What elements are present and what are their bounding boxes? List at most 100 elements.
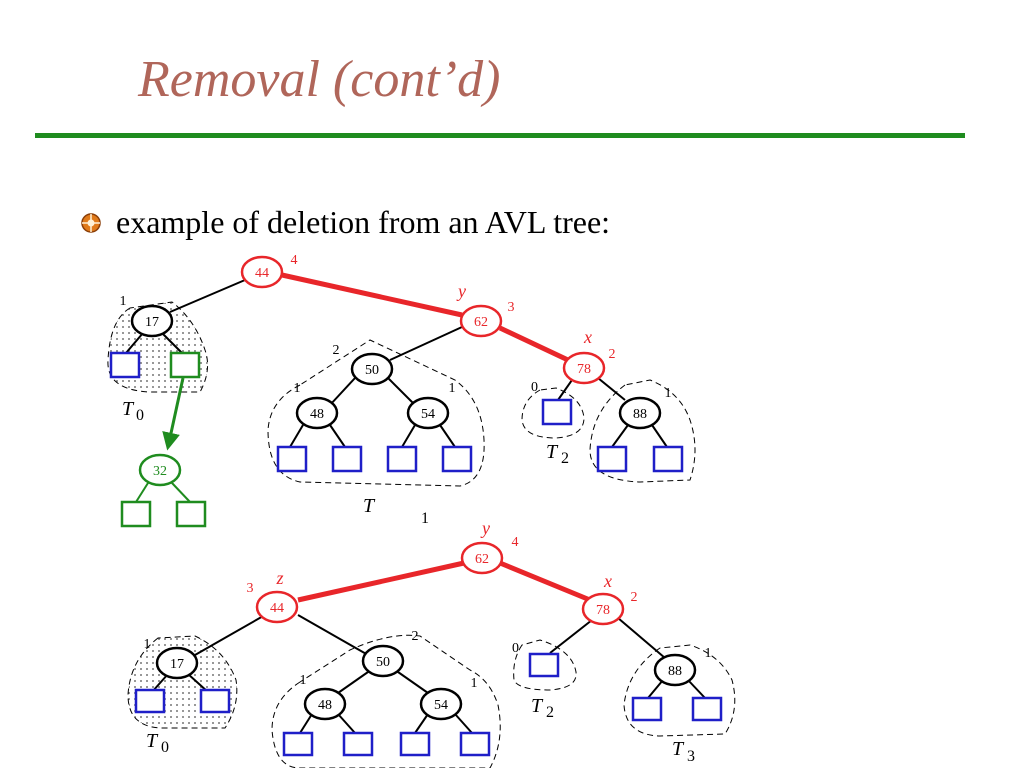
svg-text:2: 2 xyxy=(412,629,419,644)
bottom-leaf xyxy=(342,731,374,757)
bullet-text: example of deletion from an AVL tree: xyxy=(116,204,611,240)
svg-text:1: 1 xyxy=(665,386,672,401)
bottom-leaf xyxy=(631,696,663,722)
svg-text:32: 32 xyxy=(153,464,167,479)
top-edge-17-left xyxy=(125,332,144,354)
bottom-edge-78-88 xyxy=(617,617,666,659)
svg-text:1: 1 xyxy=(120,294,127,309)
bottom-tree: 62 4 y 44 3 z 78 2 x 17 1 50 2 48 xyxy=(127,518,736,768)
removed-leaf xyxy=(175,500,207,528)
bottom-node-62: 62 4 y xyxy=(460,518,519,575)
svg-text:1: 1 xyxy=(705,646,712,661)
bottom-node-50: 50 2 xyxy=(361,629,419,678)
removed-edge-r xyxy=(171,482,191,503)
svg-text:44: 44 xyxy=(255,266,269,281)
svg-text:54: 54 xyxy=(421,407,435,422)
svg-text:x: x xyxy=(583,327,592,347)
bottom-t3-outline xyxy=(623,644,736,737)
svg-text:T: T xyxy=(146,730,159,752)
bottom-leaf xyxy=(528,652,560,678)
svg-text:1: 1 xyxy=(449,381,456,396)
bottom-t1-outline xyxy=(271,634,501,768)
top-edge-50-54 xyxy=(387,377,416,406)
svg-text:78: 78 xyxy=(577,362,591,377)
bottom-node-88: 88 1 xyxy=(653,646,712,687)
top-node-54: 54 1 xyxy=(406,381,456,430)
top-leaf xyxy=(276,445,308,473)
svg-text:62: 62 xyxy=(475,552,489,567)
svg-text:78: 78 xyxy=(596,603,610,618)
svg-text:1: 1 xyxy=(421,510,429,527)
bottom-edge-50-54 xyxy=(397,671,429,694)
top-edge-88-r xyxy=(651,424,668,448)
bullet-item: example of deletion from an AVL tree: xyxy=(80,204,610,241)
svg-text:0: 0 xyxy=(136,407,144,424)
svg-text:1: 1 xyxy=(300,673,307,688)
top-edge-17-right xyxy=(161,332,183,354)
svg-text:17: 17 xyxy=(145,315,159,330)
svg-text:2: 2 xyxy=(631,590,638,605)
top-edge-62-78 xyxy=(498,325,570,363)
bottom-edge-54-l xyxy=(414,713,429,734)
bottom-edge-44-17 xyxy=(194,614,266,656)
svg-text:50: 50 xyxy=(376,655,390,670)
bottom-leaf xyxy=(691,696,723,722)
svg-text:2: 2 xyxy=(609,347,616,362)
removed-edge-l xyxy=(135,482,149,503)
svg-text:z: z xyxy=(275,568,283,588)
top-t2-outline xyxy=(521,387,585,439)
svg-text:y: y xyxy=(480,518,490,538)
bottom-edge-44-50 xyxy=(297,614,369,656)
top-leaf xyxy=(652,445,684,473)
svg-text:T: T xyxy=(672,738,685,760)
svg-text:3: 3 xyxy=(687,748,695,765)
removed-leaf xyxy=(120,500,152,528)
top-node-50: 50 2 xyxy=(333,343,394,386)
bottom-leaf xyxy=(199,688,231,714)
bottom-node-54: 54 1 xyxy=(419,676,478,721)
svg-text:2: 2 xyxy=(333,343,340,358)
bottom-node-78: 78 2 x xyxy=(581,571,638,626)
top-edge-44-17 xyxy=(169,279,246,313)
svg-text:y: y xyxy=(456,281,466,301)
top-leaf xyxy=(109,351,141,379)
top-label-t2: T 2 0 xyxy=(531,380,569,467)
top-leaf xyxy=(386,445,418,473)
bullet-icon xyxy=(81,212,101,233)
bottom-edge-48-l xyxy=(299,713,313,734)
svg-text:4: 4 xyxy=(291,253,298,268)
bottom-label-t0: T 0 xyxy=(146,730,169,756)
bottom-node-17: 17 1 xyxy=(144,637,199,680)
bottom-edge-88-l xyxy=(647,679,664,699)
bottom-t2-outline xyxy=(513,639,577,691)
bottom-edge-78-t2 xyxy=(549,619,593,654)
top-leaf xyxy=(541,398,573,426)
top-node-48: 48 1 xyxy=(294,381,339,430)
bottom-label-t3: T 3 xyxy=(672,738,695,765)
slide-title: Removal (cont’d) xyxy=(138,51,501,108)
svg-text:T: T xyxy=(122,398,135,420)
bottom-edge-48-r xyxy=(337,713,356,734)
bottom-edge-54-r xyxy=(454,713,473,734)
top-leaf xyxy=(331,445,363,473)
removed-node-32: 32 xyxy=(138,453,182,487)
top-edge-48-r xyxy=(329,424,346,448)
svg-text:0: 0 xyxy=(531,380,538,395)
top-node-88: 88 1 xyxy=(618,386,672,430)
bottom-edge-62-44 xyxy=(297,560,465,603)
svg-text:48: 48 xyxy=(318,698,332,713)
title-divider xyxy=(35,133,965,138)
top-node-78: 78 2 x xyxy=(562,327,616,385)
top-edge-78-t2 xyxy=(557,379,573,401)
bottom-node-44: 44 3 z xyxy=(247,568,299,624)
top-node-44: 44 4 xyxy=(240,253,298,289)
bottom-edge-88-r xyxy=(687,679,706,699)
top-edge-54-r xyxy=(439,424,456,448)
top-leaf xyxy=(596,445,628,473)
top-node-62: 62 3 y xyxy=(456,281,515,338)
top-label-t1: T 1 xyxy=(363,495,429,527)
svg-text:54: 54 xyxy=(434,698,448,713)
svg-text:17: 17 xyxy=(170,657,184,672)
top-tree: 44 4 17 1 62 3 y 50 2 78 2 x 48 1 xyxy=(107,253,696,528)
